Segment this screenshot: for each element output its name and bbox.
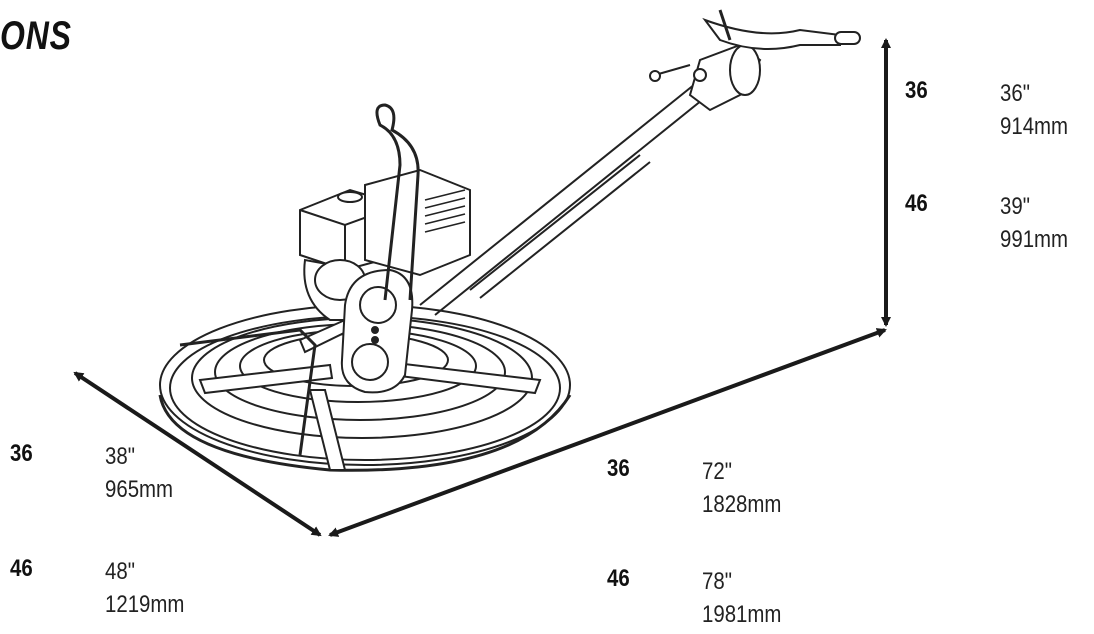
dimension-mm: 1981mm xyxy=(702,601,782,628)
handle-shaft xyxy=(419,79,713,316)
dimension-inches: 39" xyxy=(1000,193,1030,220)
width-dimension-arrow xyxy=(73,371,322,537)
model-number: 46 xyxy=(607,565,630,592)
dimension-inches: 72" xyxy=(702,458,732,485)
dimension-mm: 1219mm xyxy=(105,591,185,618)
dimension-mm: 1828mm xyxy=(702,491,782,518)
lifting-handle xyxy=(375,103,420,301)
guard-frame xyxy=(179,328,317,456)
dimension-mm: 965mm xyxy=(105,476,174,503)
dimension-inches: 38" xyxy=(105,443,135,470)
engine xyxy=(299,168,471,321)
length-dimension-arrow xyxy=(328,328,887,537)
model-number: 36 xyxy=(10,440,33,467)
control-head xyxy=(649,9,861,112)
model-number: 36 xyxy=(607,455,630,482)
dimension-inches: 78" xyxy=(702,568,732,595)
dimension-mm: 991mm xyxy=(1000,226,1069,253)
dimension-inches: 48" xyxy=(105,558,135,585)
section-heading: ONS xyxy=(0,14,72,58)
dimension-inches: 36" xyxy=(1000,80,1030,107)
model-number: 36 xyxy=(905,77,928,104)
trowel-blades xyxy=(198,318,542,471)
dimension-mm: 914mm xyxy=(1000,113,1069,140)
gearbox-cover xyxy=(340,268,414,394)
model-number: 46 xyxy=(10,555,33,582)
model-number: 46 xyxy=(905,190,928,217)
